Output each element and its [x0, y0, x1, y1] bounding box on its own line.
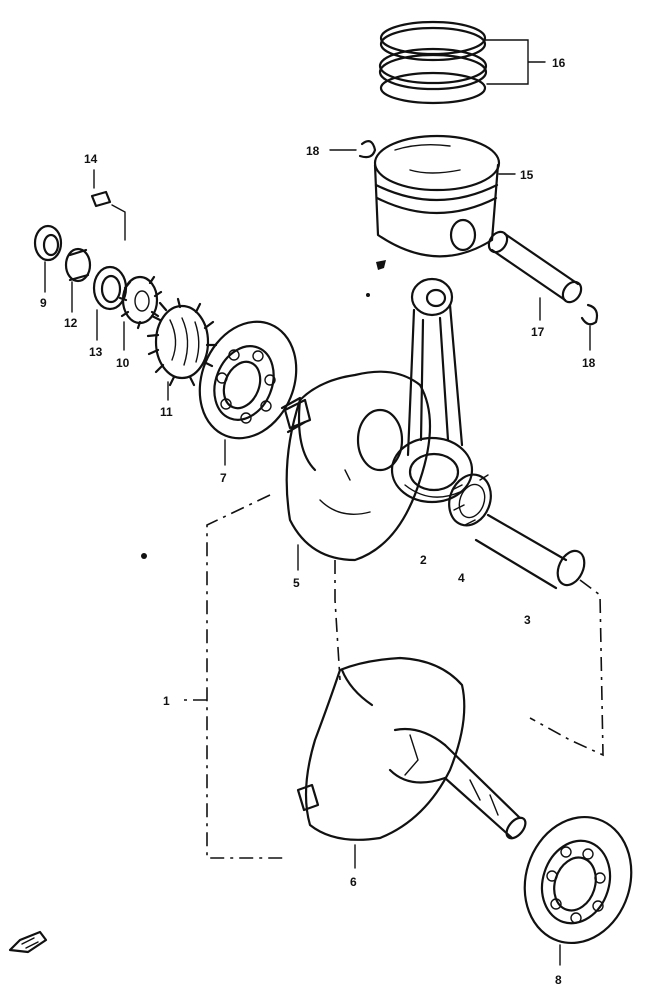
callout-1: 1: [163, 694, 170, 708]
piston: [373, 134, 501, 258]
connecting-rod: [390, 277, 474, 504]
crank-pin: [474, 513, 586, 590]
crank-web-right: [296, 656, 527, 841]
piston-pin: [487, 230, 583, 304]
callout-3: 3: [524, 613, 531, 627]
callout-4: 4: [458, 571, 465, 585]
needle-bearing: [448, 473, 492, 527]
primary-drive-gear: [146, 297, 218, 387]
callout-13: 13: [89, 345, 103, 359]
callout-12: 12: [64, 316, 78, 330]
callout-18-upper: 18: [306, 144, 320, 158]
front-arrow-icon: [8, 930, 48, 954]
oil-seal: [33, 224, 63, 262]
callout-6: 6: [350, 875, 357, 889]
crankshaft-bearing-right: [523, 815, 633, 945]
pump-drive-gear: [118, 275, 163, 330]
callout-2: 2: [420, 553, 427, 567]
callout-7: 7: [220, 471, 227, 485]
callout-9: 9: [40, 296, 47, 310]
callout-18-lower: 18: [582, 356, 596, 370]
crankshaft-bearing-left: [198, 320, 298, 440]
callout-11: 11: [160, 405, 173, 419]
thrust-washer: [92, 265, 128, 311]
spacer-bushing: [64, 247, 92, 283]
callout-14: 14: [84, 152, 98, 166]
circlip-upper: [358, 140, 377, 159]
woodruff-key: [90, 190, 112, 208]
circlip-lower: [580, 303, 599, 326]
callout-5: 5: [293, 576, 300, 590]
callout-15: 15: [520, 168, 534, 182]
callout-labels: 1 2 3 4 5 6 7 8 9 10 11 12 13 14 15 16 1…: [40, 56, 596, 987]
callout-8: 8: [555, 973, 562, 987]
piston-rings: [378, 20, 488, 105]
callout-17: 17: [531, 325, 545, 339]
callout-16: 16: [552, 56, 566, 70]
callout-10: 10: [116, 356, 130, 370]
assembly-bracket-lines: [178, 494, 604, 859]
crank-web-left: [283, 370, 432, 562]
